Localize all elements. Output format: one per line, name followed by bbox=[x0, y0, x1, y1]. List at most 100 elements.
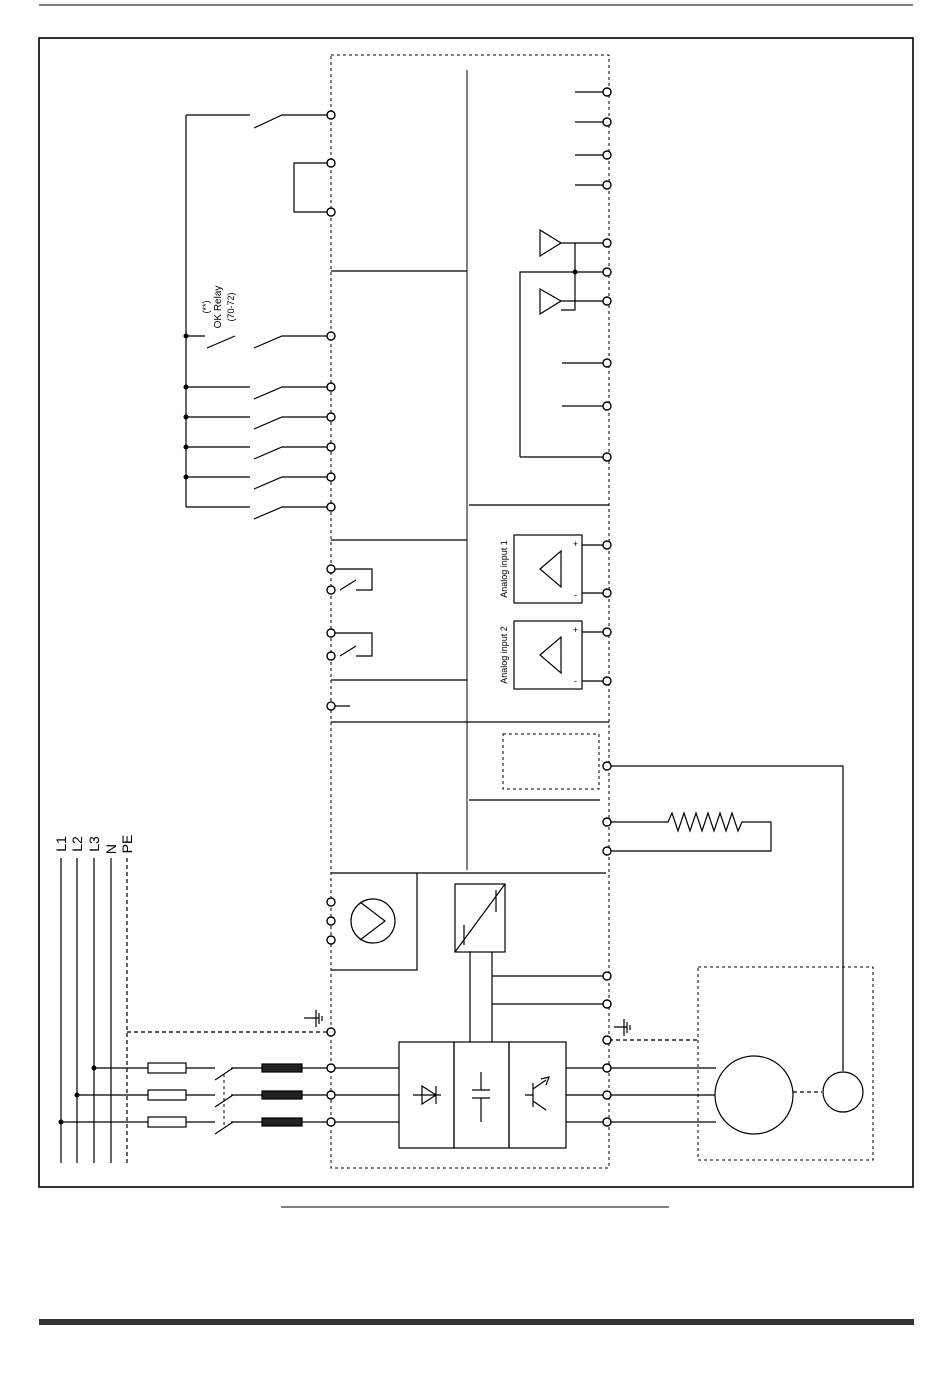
diagram-frame bbox=[39, 38, 913, 1187]
terminal bbox=[603, 628, 611, 636]
switch-contact bbox=[186, 417, 331, 429]
analog-input-1-box bbox=[514, 535, 582, 603]
terminal bbox=[603, 359, 611, 367]
analog-input-2-minus: - bbox=[574, 676, 577, 686]
fuse-icon bbox=[148, 1090, 186, 1100]
wire bbox=[609, 766, 843, 1071]
junction-dot bbox=[75, 1093, 80, 1098]
analog-input-2-box bbox=[514, 621, 582, 689]
terminal bbox=[327, 629, 335, 637]
analog-input-1-plus: + bbox=[573, 539, 578, 549]
braking-resistor bbox=[609, 813, 771, 851]
terminal bbox=[327, 565, 335, 573]
choke-icon bbox=[262, 1091, 302, 1099]
switch-contact bbox=[186, 477, 331, 489]
terminal bbox=[603, 1000, 611, 1008]
terminal bbox=[327, 159, 335, 167]
terminal bbox=[327, 936, 335, 944]
ground-icon bbox=[614, 1019, 630, 1036]
motor-boundary bbox=[698, 967, 873, 1160]
terminal bbox=[327, 1028, 335, 1036]
terminal bbox=[603, 268, 611, 276]
terminal bbox=[603, 118, 611, 126]
terminal bbox=[327, 702, 335, 710]
fuse-icon bbox=[148, 1117, 186, 1127]
diode-icon bbox=[413, 1086, 441, 1104]
switch-contact bbox=[186, 387, 331, 399]
junction-dot bbox=[92, 1066, 97, 1071]
motor-icon bbox=[715, 1056, 793, 1134]
terminal bbox=[327, 898, 335, 906]
switch-contact bbox=[186, 115, 331, 128]
relay-contact bbox=[331, 633, 372, 656]
switch-contact bbox=[186, 507, 331, 519]
transistor-icon bbox=[525, 1077, 549, 1110]
junction-dot bbox=[184, 445, 189, 450]
analog-input-2-plus: + bbox=[573, 625, 578, 635]
terminal bbox=[327, 1091, 335, 1099]
analog-input-2-label: Analog input 2 bbox=[499, 626, 509, 684]
mains-label-pe: PE bbox=[119, 835, 135, 854]
encoder-icon bbox=[823, 1072, 863, 1112]
mains-label-l3: L3 bbox=[86, 836, 102, 852]
terminal bbox=[603, 1118, 611, 1126]
inverter-box bbox=[509, 1042, 566, 1148]
terminal bbox=[327, 503, 335, 511]
analog-input-1-minus: - bbox=[574, 590, 577, 600]
amplifier-triangle bbox=[540, 637, 561, 673]
fan-icon bbox=[360, 902, 385, 940]
junction-dot bbox=[184, 334, 189, 339]
terminal bbox=[603, 589, 611, 597]
wire bbox=[609, 1068, 716, 1122]
analog-input-1-label: Analog input 1 bbox=[499, 540, 509, 598]
relay-contact bbox=[331, 569, 372, 590]
terminal bbox=[603, 1091, 611, 1099]
terminal bbox=[327, 111, 335, 119]
junction-dot bbox=[184, 475, 189, 480]
ok-relay-label-line3: (70-72) bbox=[226, 292, 236, 321]
dc-link-box bbox=[454, 1042, 509, 1148]
ok-relay-label-line2: OK Relay bbox=[213, 286, 224, 329]
dc-converter-icon bbox=[455, 884, 505, 952]
terminal bbox=[603, 1036, 611, 1044]
fuse-icon bbox=[148, 1063, 186, 1073]
terminal bbox=[327, 652, 335, 660]
mains-label-l2: L2 bbox=[69, 836, 85, 852]
wire bbox=[582, 632, 609, 681]
terminal bbox=[327, 208, 335, 216]
junction-dot bbox=[573, 270, 578, 275]
terminal bbox=[603, 402, 611, 410]
terminal bbox=[603, 239, 611, 247]
terminal bbox=[603, 541, 611, 549]
ground-icon bbox=[304, 1010, 322, 1027]
terminal bbox=[327, 332, 335, 340]
terminal bbox=[327, 917, 335, 925]
terminal bbox=[603, 762, 611, 770]
amplifier-triangle bbox=[540, 551, 561, 587]
page-bottom-bar bbox=[39, 1319, 914, 1325]
wire bbox=[331, 1068, 399, 1122]
junction-dot bbox=[59, 1120, 64, 1125]
terminal bbox=[327, 383, 335, 391]
capacitor-icon bbox=[472, 1072, 490, 1122]
wire bbox=[331, 873, 417, 970]
terminal bbox=[603, 88, 611, 96]
terminal bbox=[327, 473, 335, 481]
terminal bbox=[603, 151, 611, 159]
terminal bbox=[603, 972, 611, 980]
choke-icon bbox=[262, 1064, 302, 1072]
jumper-wire bbox=[294, 163, 331, 212]
junction-dot bbox=[184, 385, 189, 390]
mains-label-n: N bbox=[103, 844, 119, 854]
junction-dot bbox=[184, 415, 189, 420]
driver-triangle bbox=[540, 289, 561, 314]
terminal bbox=[603, 818, 611, 826]
wire bbox=[520, 243, 609, 457]
terminal bbox=[327, 1064, 335, 1072]
wire bbox=[470, 952, 609, 1042]
ok-relay-label-line1: (**) bbox=[201, 300, 211, 313]
terminal bbox=[603, 677, 611, 685]
terminal bbox=[603, 181, 611, 189]
terminal bbox=[327, 586, 335, 594]
